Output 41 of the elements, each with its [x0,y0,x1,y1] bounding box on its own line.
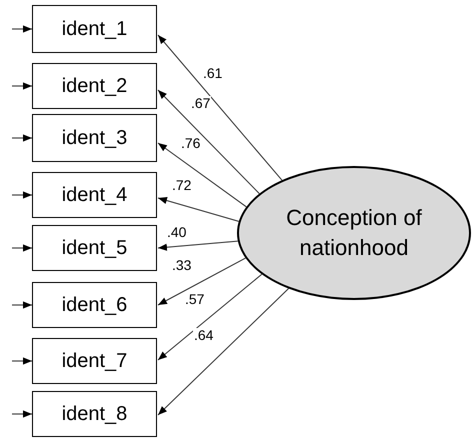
edge-label: .61 [202,66,224,80]
edge-label: .40 [166,225,188,239]
arrow [158,90,260,194]
arrow [158,34,282,181]
node-label: Conception of nationhood [285,204,423,262]
node-label: ident_6 [62,293,128,318]
observed-variable-box [32,5,157,53]
arrow [12,357,32,365]
observed-variable-box [32,282,157,328]
observed-variable-box [32,172,157,218]
arrow [12,410,32,418]
arrow [158,274,262,360]
node-label: ident_7 [62,349,128,374]
arrow [12,82,32,90]
node-label: ident_3 [62,126,128,151]
arrow [12,25,32,33]
arrow [12,244,32,252]
edge-label: .76 [180,136,202,150]
node-label: ident_4 [62,183,128,208]
observed-variable-box [32,114,157,162]
node-label: ident_8 [62,402,128,427]
arrow [12,134,32,142]
arrow [158,288,290,416]
edge-label: .57 [184,292,206,306]
edge-label: .67 [190,96,212,110]
observed-variable-box [32,391,157,437]
edge-label: .72 [171,178,192,192]
edge-label: .64 [193,328,214,342]
observed-variable-box [32,225,157,271]
arrow [158,197,240,222]
arrow [158,142,247,208]
node-label: ident_5 [62,236,128,261]
arrow [12,191,32,199]
observed-variable-box [32,338,157,384]
arrow [12,301,32,309]
node-label: ident_1 [62,17,128,42]
observed-variable-box [32,63,157,109]
arrow [158,240,238,251]
arrow [158,258,246,306]
edge-label: .33 [171,258,192,272]
node-label: ident_2 [62,74,128,99]
